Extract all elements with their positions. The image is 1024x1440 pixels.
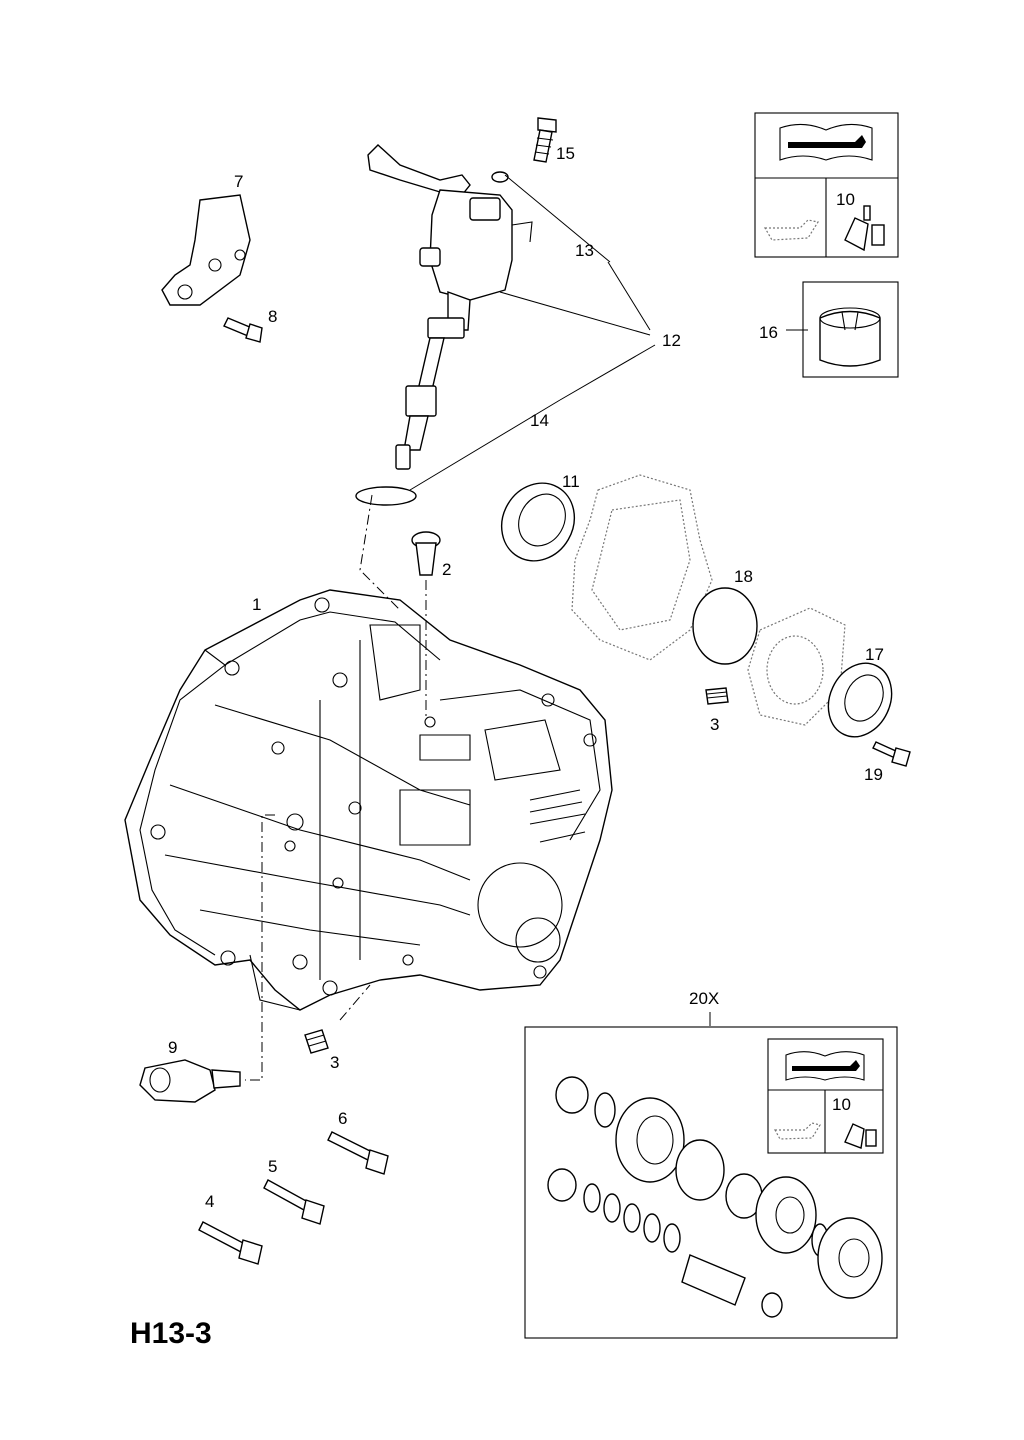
callout-17: 17 xyxy=(865,645,884,664)
sealant-tube-icon xyxy=(844,205,885,252)
o-ring-14[interactable] xyxy=(355,486,417,506)
callout-16: 16 xyxy=(759,323,778,342)
callout-3-lower: 3 xyxy=(330,1053,339,1072)
callout-1: 1 xyxy=(252,595,261,614)
seal-11[interactable] xyxy=(488,470,589,574)
diagram-code: H13-3 xyxy=(130,1317,212,1350)
callout-19: 19 xyxy=(864,765,883,784)
bolt-5[interactable] xyxy=(263,1179,325,1225)
callout-11: 11 xyxy=(562,472,580,491)
callout-15: 15 xyxy=(556,144,575,163)
bolt-6[interactable] xyxy=(327,1131,389,1175)
bolt-19[interactable] xyxy=(872,741,911,767)
gearbox-housing[interactable] xyxy=(124,589,613,1011)
callout-3-upper: 3 xyxy=(710,715,719,734)
callout-7: 7 xyxy=(234,172,243,191)
bolt-8[interactable] xyxy=(223,317,263,343)
assembly-lines xyxy=(245,494,427,1081)
end-cover-outline xyxy=(571,474,713,661)
seal-17[interactable] xyxy=(817,653,903,747)
leader-lines xyxy=(409,174,808,1026)
bracket-7[interactable] xyxy=(161,194,251,306)
callout-labels: 1 2 3 3 4 5 6 7 8 9 10 10 11 12 13 14 15… xyxy=(168,144,884,1211)
sensor-9[interactable] xyxy=(139,1059,241,1103)
gasket-outline xyxy=(747,607,846,726)
callout-10-kit: 10 xyxy=(832,1095,851,1114)
oil-can-icon xyxy=(763,219,819,241)
callout-12: 12 xyxy=(662,331,681,350)
shift-mechanism[interactable] xyxy=(367,144,533,470)
callout-13: 13 xyxy=(575,241,594,260)
washer-13[interactable] xyxy=(491,171,509,183)
callout-4: 4 xyxy=(205,1192,214,1211)
callout-5: 5 xyxy=(268,1157,277,1176)
service-info-box xyxy=(754,112,899,258)
callout-10-top: 10 xyxy=(836,190,855,209)
callout-8: 8 xyxy=(268,307,277,326)
kit-info-box xyxy=(767,1038,884,1154)
bolt-4[interactable] xyxy=(198,1221,263,1265)
o-ring-18[interactable] xyxy=(692,587,758,665)
callout-18: 18 xyxy=(734,567,753,586)
callout-2: 2 xyxy=(442,560,451,579)
plug-3-lower[interactable] xyxy=(304,1029,329,1054)
manual-wrench-icon xyxy=(779,123,873,161)
bolt-15[interactable] xyxy=(533,117,557,163)
plug-2[interactable] xyxy=(411,531,441,576)
plug-3-upper[interactable] xyxy=(705,687,729,705)
callout-20x: 20X xyxy=(689,989,719,1008)
bushing-16-box[interactable] xyxy=(802,281,899,378)
callout-6: 6 xyxy=(338,1109,347,1128)
callout-9: 9 xyxy=(168,1038,177,1057)
callout-14: 14 xyxy=(530,411,549,430)
kit-box-20x[interactable] xyxy=(524,1026,898,1339)
